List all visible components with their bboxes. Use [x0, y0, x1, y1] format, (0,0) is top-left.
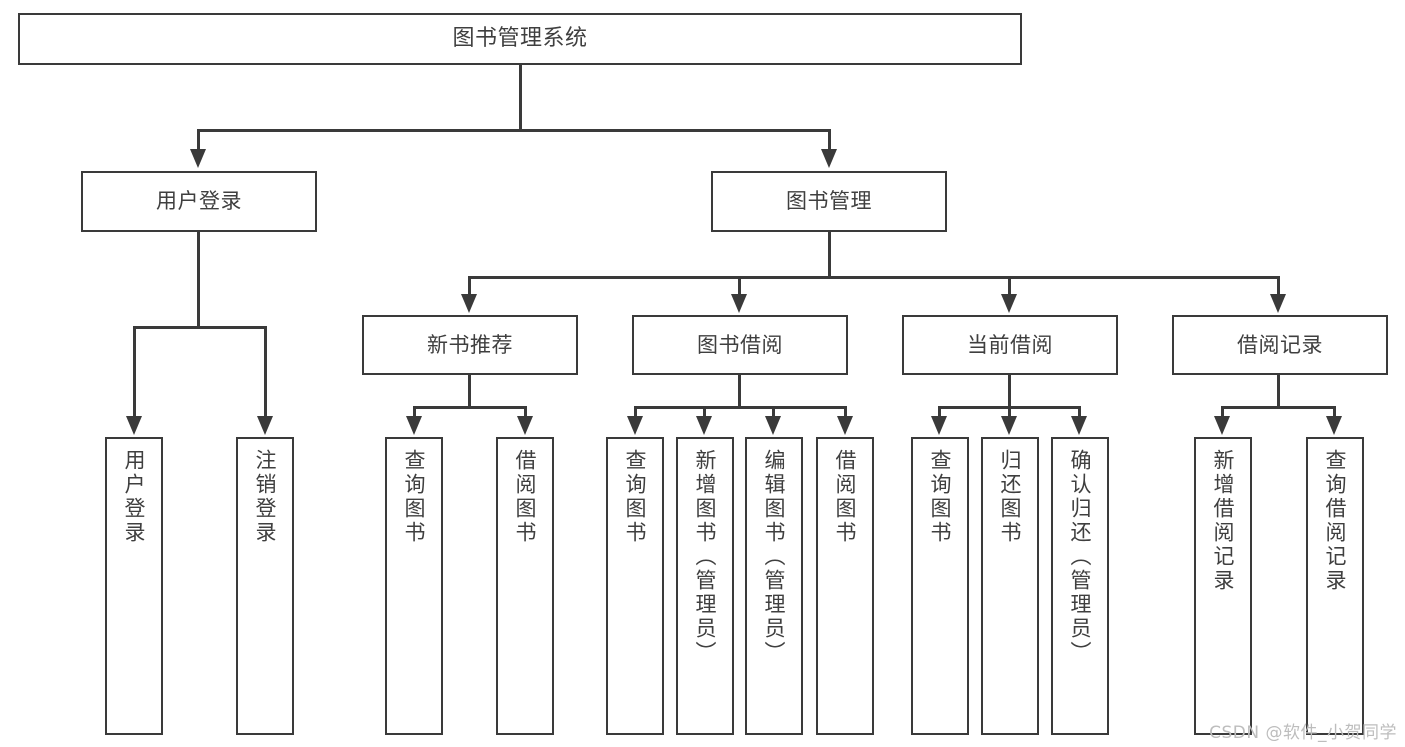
arrowhead-leaf-add-book	[696, 416, 712, 435]
arrowhead-book-borrow	[731, 294, 747, 313]
connector-bb-bar	[634, 406, 847, 409]
node-label: 图书管理系统	[452, 26, 588, 52]
node-leaf-add-record[interactable]: 新增借阅记录	[1194, 437, 1252, 735]
arrowhead-leaf-query-book-1	[406, 416, 422, 435]
connector-br-drop-2	[1333, 406, 1336, 418]
node-label: 新书推荐	[427, 332, 513, 357]
arrowhead-leaf-add-record	[1214, 416, 1230, 435]
connector-user-login-drop-2	[264, 326, 267, 418]
node-label: 当前借阅	[967, 332, 1053, 357]
connector-user-login-drop-1	[133, 326, 136, 418]
arrowhead-current-borrow	[1001, 294, 1017, 313]
arrowhead-leaf-query-book-2	[627, 416, 643, 435]
node-label: 借阅图书	[513, 449, 538, 545]
node-leaf-edit-book[interactable]: 编辑图书（管理员）	[745, 437, 803, 735]
connector-bb-drop-4	[844, 406, 847, 418]
node-user-login[interactable]: 用户登录	[81, 171, 317, 232]
arrowhead-book-management	[821, 149, 837, 168]
connector-br-bar	[1221, 406, 1336, 409]
node-label: 借阅记录	[1237, 332, 1323, 357]
connector-root-drop-right	[828, 129, 831, 151]
node-label: 查询图书	[402, 449, 427, 545]
node-book-management-system[interactable]: 图书管理系统	[18, 13, 1022, 65]
arrowhead-leaf-borrow-book-2	[837, 416, 853, 435]
connector-nbr-bar	[413, 406, 527, 409]
connector-nbr-drop-1	[413, 406, 416, 418]
arrowhead-leaf-borrow-book-1	[517, 416, 533, 435]
connector-root-stem	[519, 65, 522, 131]
connector-bb-stem	[738, 375, 741, 408]
connector-user-login-bar	[133, 326, 267, 329]
arrowhead-user-login	[190, 149, 206, 168]
node-leaf-return-book[interactable]: 归还图书	[981, 437, 1039, 735]
node-leaf-query-book-2[interactable]: 查询图书	[606, 437, 664, 735]
arrowhead-leaf-query-record	[1326, 416, 1342, 435]
node-label: 编辑图书（管理员）	[762, 449, 787, 665]
connector-root-bar	[197, 129, 831, 132]
node-label: 图书管理	[786, 189, 872, 214]
node-label: 图书借阅	[697, 332, 783, 357]
connector-book-management-stem	[828, 232, 831, 278]
connector-bm-drop-4	[1277, 276, 1280, 296]
connector-cb-drop-3	[1078, 406, 1081, 418]
connector-cb-stem	[1008, 375, 1011, 408]
node-label: 查询图书	[928, 449, 953, 545]
node-leaf-query-book-3[interactable]: 查询图书	[911, 437, 969, 735]
connector-root-drop-left	[197, 129, 200, 151]
connector-cb-drop-1	[938, 406, 941, 418]
node-leaf-confirm-return[interactable]: 确认归还（管理员）	[1051, 437, 1109, 735]
arrowhead-leaf-edit-book	[765, 416, 781, 435]
node-leaf-borrow-book-1[interactable]: 借阅图书	[496, 437, 554, 735]
connector-bb-drop-1	[634, 406, 637, 418]
connector-br-drop-1	[1221, 406, 1224, 418]
connector-cb-drop-2	[1008, 406, 1011, 418]
node-current-borrow[interactable]: 当前借阅	[902, 315, 1118, 375]
arrowhead-leaf-query-book-3	[931, 416, 947, 435]
connector-br-stem	[1277, 375, 1280, 408]
arrowhead-leaf-return-book	[1001, 416, 1017, 435]
connector-book-management-bar	[468, 276, 1280, 279]
connector-bm-drop-3	[1008, 276, 1011, 296]
node-label: 查询图书	[623, 449, 648, 545]
node-label: 用户登录	[156, 189, 242, 214]
arrowhead-leaf-user-logout	[257, 416, 273, 435]
connector-nbr-drop-2	[524, 406, 527, 418]
arrowhead-new-book-recommend	[461, 294, 477, 313]
connector-nbr-stem	[468, 375, 471, 408]
connector-bm-drop-1	[468, 276, 471, 296]
connector-bb-drop-2	[703, 406, 706, 418]
node-new-book-recommend[interactable]: 新书推荐	[362, 315, 578, 375]
connector-bb-drop-3	[772, 406, 775, 418]
node-label: 查询借阅记录	[1323, 449, 1348, 593]
node-leaf-query-book-1[interactable]: 查询图书	[385, 437, 443, 735]
node-book-management[interactable]: 图书管理	[711, 171, 947, 232]
node-label: 用户登录	[122, 449, 147, 545]
node-borrow-record[interactable]: 借阅记录	[1172, 315, 1388, 375]
arrowhead-leaf-user-login	[126, 416, 142, 435]
node-leaf-user-login[interactable]: 用户登录	[105, 437, 163, 735]
node-leaf-user-logout[interactable]: 注销登录	[236, 437, 294, 735]
node-label: 新增借阅记录	[1211, 449, 1236, 593]
node-leaf-add-book[interactable]: 新增图书（管理员）	[676, 437, 734, 735]
node-book-borrow[interactable]: 图书借阅	[632, 315, 848, 375]
node-label: 注销登录	[253, 449, 278, 545]
node-label: 借阅图书	[833, 449, 858, 545]
node-label: 确认归还（管理员）	[1068, 449, 1093, 665]
connector-user-login-stem	[197, 232, 200, 328]
connector-bm-drop-2	[738, 276, 741, 296]
node-label: 归还图书	[998, 449, 1023, 545]
arrowhead-leaf-confirm-return	[1071, 416, 1087, 435]
node-leaf-query-record[interactable]: 查询借阅记录	[1306, 437, 1364, 735]
node-label: 新增图书（管理员）	[693, 449, 718, 665]
node-leaf-borrow-book-2[interactable]: 借阅图书	[816, 437, 874, 735]
arrowhead-borrow-record	[1270, 294, 1286, 313]
